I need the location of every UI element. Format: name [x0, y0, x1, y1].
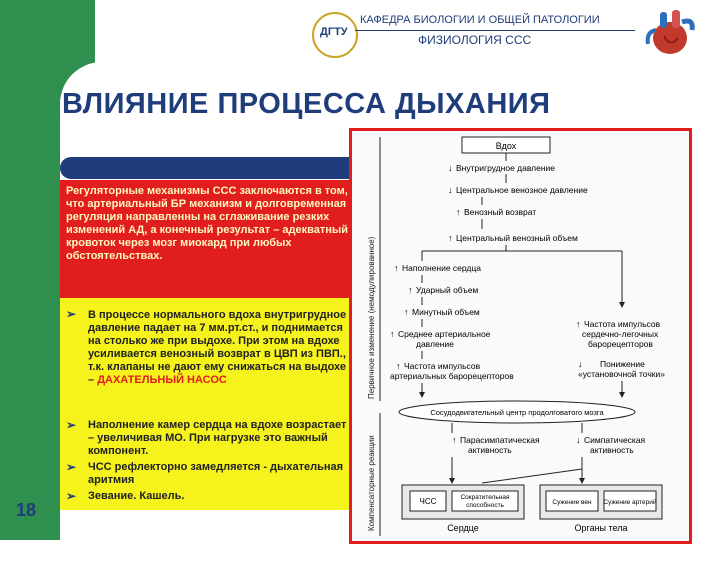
node-para-1: Парасимпатическая	[460, 435, 540, 445]
arrow-up-icon: ↑	[396, 361, 401, 371]
regulation-flowchart: Первичное изменение (немодулированное) К…	[367, 136, 665, 536]
bullet-arrow-icon: ➢	[66, 460, 77, 474]
node-symp-2: активность	[590, 445, 634, 455]
diagram-frame: Первичное изменение (немодулированное) К…	[349, 128, 692, 544]
arrow-up-icon: ↑	[394, 263, 399, 273]
subject-name: ФИЗИОЛОГИЯ ССС	[418, 33, 532, 47]
node-cardio-1: Частота импульсов	[584, 319, 661, 329]
node-minute: Минутный объем	[412, 307, 480, 317]
bullet-4-text: Зевание. Кашель.	[88, 490, 185, 502]
arrow-down-icon: ↓	[448, 185, 453, 195]
side-label-primary: Первичное изменение (немодулированное)	[367, 236, 376, 399]
arrow-up-icon: ↑	[456, 207, 461, 217]
node-cardio-3: барорецепторов	[588, 339, 653, 349]
node-venous-return: Венозный возврат	[464, 207, 536, 217]
university-logo: ДГТУ	[312, 12, 358, 58]
arrow-up-icon: ↑	[448, 233, 453, 243]
node-contractility-1: Сократительная	[460, 494, 510, 501]
hr-box	[409, 490, 447, 512]
node-symp-1: Симпатическая	[584, 435, 646, 445]
node-map-1: Среднее артериальное	[398, 329, 491, 339]
node-map-2: давление	[416, 339, 454, 349]
node-baro-2: артериальных барорецепторов	[390, 371, 514, 381]
node-intrathoracic: Внутригрудное давление	[456, 163, 555, 173]
veins-box	[545, 490, 599, 512]
node-baro-1: Частота импульсов	[404, 361, 481, 371]
arteries-box	[603, 490, 657, 512]
arrow-up-icon: ↑	[576, 319, 581, 329]
logo-text: ДГТУ	[320, 26, 348, 38]
node-filling: Наполнение сердца	[402, 263, 481, 273]
header-divider	[355, 30, 635, 31]
node-constrict-veins: Сужение вен	[552, 499, 592, 506]
vasomotor-center-node	[398, 400, 636, 424]
contractility-box	[451, 490, 519, 512]
arrow-up-icon: ↑	[404, 307, 409, 317]
organs-label: Органы тела	[574, 523, 627, 533]
arrow-down-icon: ↓	[448, 163, 453, 173]
heart-label: Сердце	[447, 523, 479, 533]
vasomotor-center-label: Сосудодвигательный центр продолговатого …	[430, 408, 604, 417]
node-stroke: Ударный объем	[416, 285, 478, 295]
side-label-compensatory: Компенсаторные реакции	[367, 435, 376, 531]
title-bar	[60, 157, 360, 179]
bullet-arrow-icon: ➢	[66, 489, 77, 503]
bullet-1-text: В процессе нормального вдоха внутригрудн…	[88, 309, 352, 387]
node-cvp: Центральное венозное давление	[456, 185, 588, 195]
bullet-arrow-icon: ➢	[66, 418, 77, 432]
slide-title: ВЛИЯНИЕ ПРОЦЕССА ДЫХАНИЯ	[62, 88, 551, 120]
arrow-up-icon: ↑	[408, 285, 413, 295]
arrow-up-icon: ↑	[390, 329, 395, 339]
node-para-2: активность	[468, 445, 512, 455]
department-name: КАФЕДРА БИОЛОГИИ И ОБЩЕЙ ПАТОЛОГИИ	[360, 14, 600, 26]
node-cardio-2: сердечно-легочных	[582, 329, 659, 339]
flow-line	[481, 468, 583, 484]
node-hr: ЧСС	[420, 497, 437, 506]
bullet-3-text: ЧСС рефлекторно замедляется - дыхательна…	[88, 461, 344, 486]
page-number: 18	[16, 500, 37, 520]
node-setpoint-2: «установочной точки»	[578, 369, 665, 379]
summary-text: Регуляторные механизмы ССС заключаются в…	[66, 185, 349, 262]
red-summary-box	[60, 180, 360, 298]
bullet-1-highlight: ДАХАТЕЛЬНЫЙ НАСОС	[97, 374, 227, 386]
node-contractility-2: способность	[466, 501, 504, 509]
arrow-down-icon: ↓	[576, 435, 581, 445]
node-setpoint-1: Понижение	[600, 359, 645, 369]
yellow-bullets-box	[60, 298, 360, 510]
heart-anatomy-icon	[645, 10, 695, 54]
arrow-down-icon: ↓	[578, 359, 583, 369]
arrow-up-icon: ↑	[452, 435, 457, 445]
node-central-volume: Центральный венозный объем	[456, 233, 578, 243]
inhale-label: Вдох	[496, 141, 517, 151]
bullet-2-text: Наполнение камер сердца на вдохе возраст…	[88, 419, 347, 457]
node-constrict-arteries: Сужение артерий	[603, 498, 656, 506]
bullet-1-body: В процессе нормального вдоха внутригрудн…	[88, 309, 347, 386]
bullet-arrow-icon: ➢	[66, 307, 77, 321]
